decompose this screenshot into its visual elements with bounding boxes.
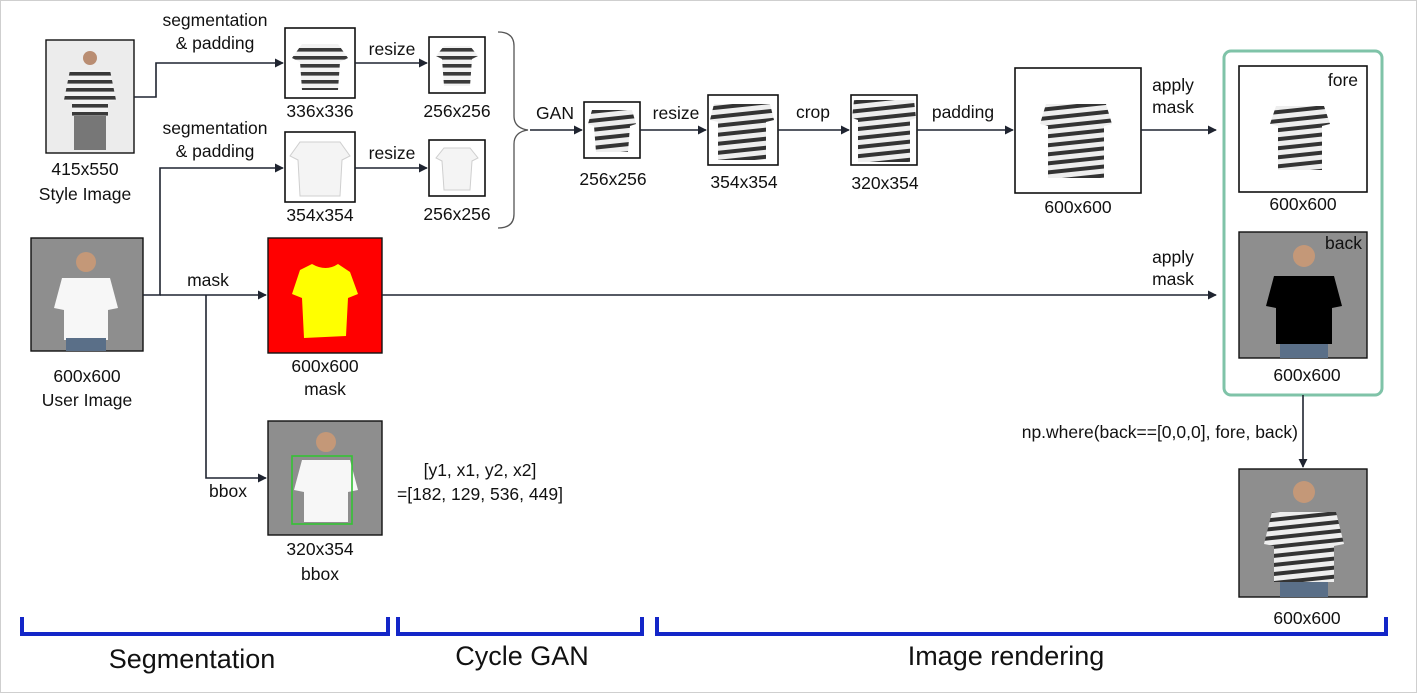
- connectors: [134, 58, 1308, 483]
- edge-seg-pad-user-2: & padding: [176, 141, 255, 161]
- resized-gan-size: 354x354: [710, 172, 777, 192]
- style-image-size: 415x550: [51, 159, 118, 179]
- generated-tshirt-icon: [852, 100, 916, 162]
- white-tshirt: [294, 460, 358, 522]
- resized-style-size: 256x256: [423, 101, 490, 121]
- striped-tshirt-icon: [436, 46, 478, 86]
- section-brackets: [20, 617, 1388, 636]
- back-tag: back: [1325, 233, 1362, 253]
- model-jeans: [1280, 344, 1328, 358]
- striped-tshirt-icon: [292, 44, 348, 90]
- striped-tshirt: [64, 70, 116, 116]
- white-tshirt-icon: [289, 141, 351, 197]
- back-size: 600x600: [1273, 365, 1340, 385]
- bbox-rectangle: [291, 455, 353, 525]
- bbox-image-node: [267, 420, 383, 536]
- generated-tshirt-icon: [588, 110, 636, 152]
- back-image-node: [1238, 231, 1368, 359]
- edge-resize-user: resize: [369, 143, 416, 163]
- edge-seg-pad-style-2: & padding: [176, 33, 255, 53]
- segmentation-bracket: [20, 617, 390, 636]
- segmented-style-size: 336x336: [286, 101, 353, 121]
- user-image-size: 600x600: [53, 366, 120, 386]
- arrow-bbox: [205, 295, 267, 483]
- model-jeans: [74, 116, 106, 150]
- generated-tshirt-icon: [1040, 104, 1112, 178]
- padded-size: 600x600: [1044, 197, 1111, 217]
- edge-mask: mask: [187, 270, 229, 290]
- user-image-name: User Image: [42, 390, 132, 410]
- final-image-node: [1238, 468, 1368, 598]
- user-image-node: [30, 237, 144, 352]
- final-size: 600x600: [1273, 608, 1340, 628]
- edge-bbox: bbox: [209, 481, 247, 501]
- section-image-rendering: Image rendering: [908, 641, 1105, 671]
- bbox-coords-header: [y1, x1, y2, x2]: [424, 460, 537, 480]
- image-rendering-bracket: [655, 617, 1388, 636]
- bbox-size: 320x354: [286, 539, 353, 559]
- white-tshirt: [54, 278, 118, 340]
- segmented-user-size: 354x354: [286, 205, 353, 225]
- bbox-name: bbox: [301, 564, 339, 584]
- edge-resize-style: resize: [369, 39, 416, 59]
- cropped-size: 320x354: [851, 173, 918, 193]
- edge-seg-pad-user-1: segmentation: [162, 118, 267, 138]
- model-jeans: [1280, 582, 1328, 597]
- style-image-node: [45, 39, 135, 154]
- resized-user-size: 256x256: [423, 204, 490, 224]
- model-head: [76, 252, 96, 272]
- bbox-coords-values: =[182, 129, 536, 449]: [397, 484, 563, 504]
- mask-name: mask: [304, 379, 346, 399]
- generated-tshirt-icon: [710, 104, 774, 160]
- arrow-style-to-seg: [134, 58, 284, 98]
- edge-seg-pad-style-1: segmentation: [162, 10, 267, 30]
- fore-size: 600x600: [1269, 194, 1336, 214]
- arrow-user-to-seg: [143, 163, 284, 296]
- model-head: [83, 51, 97, 65]
- edge-crop: crop: [796, 102, 830, 122]
- edge-resize-gan: resize: [653, 103, 700, 123]
- edge-padding: padding: [932, 102, 994, 122]
- np-where-expression: np.where(back==[0,0,0], fore, back): [1022, 422, 1298, 442]
- edge-apply-mask-fore-1: apply: [1152, 75, 1194, 95]
- mask-size: 600x600: [291, 356, 358, 376]
- edge-apply-mask-back-1: apply: [1152, 247, 1194, 267]
- cycle-gan-bracket: [396, 617, 644, 636]
- edge-apply-mask-back-2: mask: [1152, 269, 1194, 289]
- black-shirt-region: [1266, 276, 1342, 344]
- section-cycle-gan: Cycle GAN: [455, 641, 589, 671]
- section-segmentation: Segmentation: [109, 644, 276, 674]
- merge-brace: [497, 31, 529, 229]
- striped-shirt-result: [1264, 512, 1344, 582]
- white-tshirt-icon: [435, 147, 479, 191]
- mask-shirt-region: [292, 264, 358, 338]
- fore-tag: fore: [1328, 70, 1358, 90]
- model-jeans: [66, 338, 106, 351]
- generated-tshirt-icon: [1270, 106, 1330, 170]
- gan-output-size: 256x256: [579, 169, 646, 189]
- model-head: [316, 432, 336, 452]
- style-image-name: Style Image: [39, 184, 131, 204]
- model-head: [1293, 245, 1315, 267]
- edge-apply-mask-fore-2: mask: [1152, 97, 1194, 117]
- model-head: [1293, 481, 1315, 503]
- edge-gan: GAN: [536, 103, 574, 123]
